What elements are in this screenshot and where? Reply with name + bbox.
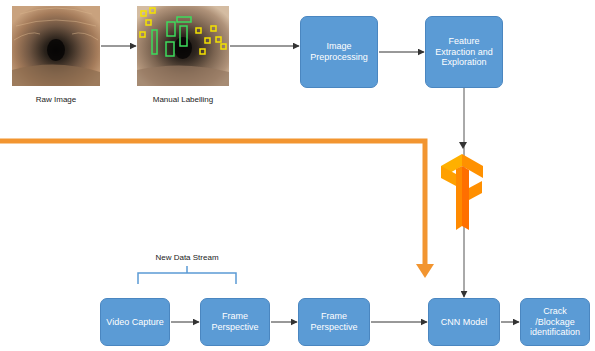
stream-label: New Data Stream xyxy=(155,253,218,262)
image-caption: Manual Labelling xyxy=(127,95,239,104)
flow-arrow xyxy=(501,322,519,323)
tensorflow-logo xyxy=(441,142,483,230)
process-box: CNN Model xyxy=(428,298,500,346)
box-label: Feature Extraction and Exploration xyxy=(430,36,498,68)
box-label: Frame Perspective xyxy=(303,311,365,333)
process-box: Video Capture xyxy=(100,298,170,346)
box-label: Frame Perspective xyxy=(205,311,265,333)
process-box: Frame Perspective xyxy=(200,298,270,346)
flow-arrow xyxy=(230,46,299,47)
flow-arrow xyxy=(171,322,199,323)
process-box: Frame Perspective xyxy=(298,298,370,346)
box-label: Video Capture xyxy=(106,317,163,328)
flow-arrow xyxy=(379,52,424,53)
image-caption: Raw Image xyxy=(2,95,110,104)
process-box: Image Preprocessing xyxy=(300,16,378,88)
box-label: Image Preprocessing xyxy=(305,41,373,63)
training-flow-arrow xyxy=(0,141,425,266)
sewer-photo xyxy=(12,6,100,86)
photo-node: Manual Labelling xyxy=(137,6,229,86)
process-box: Feature Extraction and Exploration xyxy=(425,16,503,88)
photo-node: Raw Image xyxy=(12,6,100,86)
labelled-photo xyxy=(137,6,229,86)
box-label: CNN Model xyxy=(441,317,488,328)
box-label: Crack /Blockage identification xyxy=(525,306,585,338)
bracket xyxy=(138,266,236,284)
flow-arrow xyxy=(371,322,427,323)
flow-arrow xyxy=(101,46,136,47)
flow-arrow xyxy=(271,322,297,323)
training-flow-arrowhead xyxy=(416,264,434,278)
process-box: Crack /Blockage identification xyxy=(520,298,590,346)
